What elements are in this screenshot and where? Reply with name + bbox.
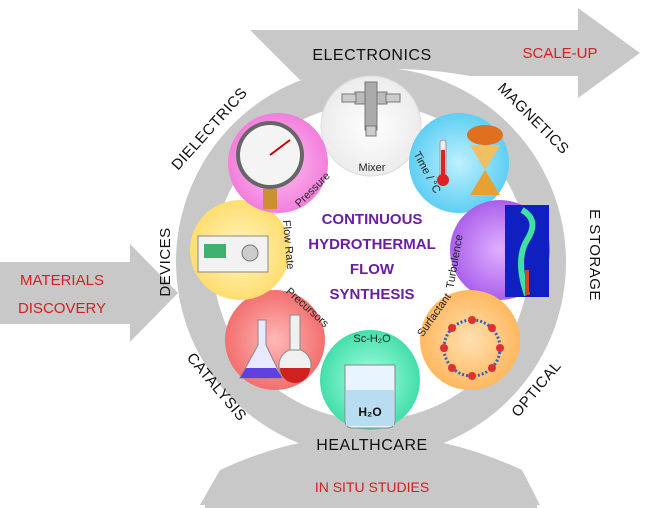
- pedestal: [200, 435, 540, 505]
- discovery-label: Discovery: [18, 300, 106, 317]
- left-arrow-shape: [0, 244, 178, 342]
- micelle-icon: [440, 316, 504, 380]
- materials-label: Materials: [20, 272, 104, 289]
- label-sc-h2o: Sc-H₂O: [353, 333, 391, 345]
- turbulence-image-icon: [505, 205, 549, 297]
- thermometer-hourglass-icon: [437, 125, 503, 195]
- beaker-icon: [344, 364, 396, 429]
- center-title-line-3: FLOW: [350, 261, 395, 278]
- ring-label-healthcare: Healthcare: [316, 437, 427, 454]
- center-title-line-4: SYNTHESIS: [329, 286, 414, 303]
- ring-label-e-storage: E Storage: [586, 209, 603, 301]
- scale-up-label: Scale-up: [522, 45, 597, 62]
- label-flow-rate: Flow Rate: [280, 220, 296, 270]
- center-title-line-1: CONTINUOUS: [322, 211, 423, 228]
- center-title: CONTINUOUS HYDROTHERMAL FLOW SYNTHESIS: [308, 211, 436, 303]
- mixer-icon: [341, 81, 401, 137]
- in-situ-label: In Situ studies: [315, 479, 429, 495]
- ring-label-devices: Devices: [157, 227, 174, 296]
- beaker-label: H₂O: [358, 405, 381, 419]
- center-circle: [299, 186, 443, 330]
- label-mixer: Mixer: [359, 162, 386, 174]
- pump-icon: [197, 235, 269, 273]
- pressure-gauge-icon: [236, 121, 304, 209]
- ring-label-electronics: Electronics: [312, 47, 431, 64]
- center-title-line-2: HYDROTHERMAL: [308, 236, 436, 253]
- flasks-icon: [239, 314, 312, 383]
